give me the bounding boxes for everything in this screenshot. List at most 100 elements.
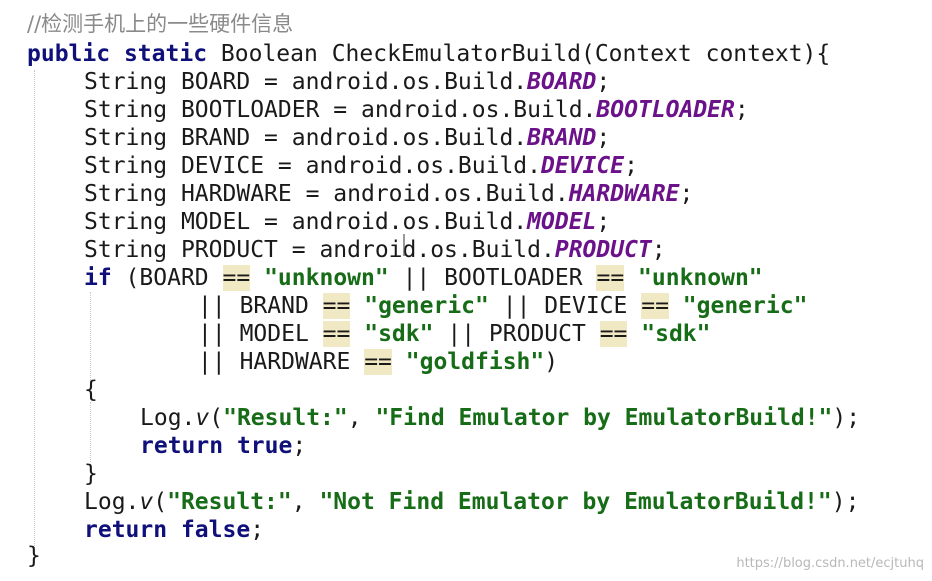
code-line-declaration: String MODEL = android.os.Build.MODEL; xyxy=(84,209,611,235)
param-name: context xyxy=(705,41,803,67)
code-line-declaration: String PRODUCT = android.os.Build.PRODUC… xyxy=(84,237,666,263)
log-method: v xyxy=(139,489,154,515)
code-line-log: Log.v("Result:", "Not Find Emulator by E… xyxy=(84,489,860,515)
code-line-condition: || MODEL == "sdk" || PRODUCT == "sdk" xyxy=(198,320,711,348)
code-line-return: return false; xyxy=(84,517,265,543)
condition-var: HARDWARE xyxy=(239,349,351,375)
keyword-if: if xyxy=(84,265,112,291)
decl-name: MODEL xyxy=(180,209,251,235)
decl-const: BOARD xyxy=(527,69,597,95)
or-operator: || xyxy=(198,321,226,347)
decl-name: PRODUCT xyxy=(180,237,278,263)
code-line-method-close: } xyxy=(27,543,41,569)
condition-var: PRODUCT xyxy=(488,321,586,347)
decl-type: String xyxy=(84,209,168,235)
condition-value: "goldfish" xyxy=(405,349,545,375)
or-operator: || xyxy=(198,293,226,319)
code-line-return: return true; xyxy=(140,433,307,459)
keyword-return: return xyxy=(84,517,168,543)
decl-name: BOARD xyxy=(180,69,251,95)
log-object: Log. xyxy=(84,489,140,515)
param-type: Context xyxy=(594,41,692,67)
condition-value: "unknown" xyxy=(638,265,763,291)
log-message: "Find Emulator by EmulatorBuild!" xyxy=(375,405,833,431)
text-cursor xyxy=(403,234,405,256)
log-object: Log. xyxy=(140,405,196,431)
code-line-brace-open: { xyxy=(84,377,98,403)
code-line-if: if (BOARD == "unknown" || BOOTLOADER == … xyxy=(84,265,763,291)
condition-var: DEVICE xyxy=(544,293,628,319)
code-line-declaration: String BOARD = android.os.Build.BOARD; xyxy=(84,69,611,95)
eq-operator: == xyxy=(599,321,628,347)
condition-var: BOOTLOADER xyxy=(444,265,583,291)
or-operator: || xyxy=(447,321,476,347)
eq-operator: == xyxy=(364,349,392,375)
code-line-brace-close: } xyxy=(84,461,98,487)
condition-value: "unknown" xyxy=(264,265,389,291)
code-line-declaration: String DEVICE = android.os.Build.DEVICE; xyxy=(84,153,638,179)
or-operator: || xyxy=(198,349,226,375)
decl-prefix: android.os.Build. xyxy=(305,153,541,179)
code-comment: //检测手机上的一些硬件信息 xyxy=(27,12,294,36)
decl-const: BOOTLOADER xyxy=(596,97,735,123)
indent-guide xyxy=(34,70,35,550)
decl-type: String xyxy=(84,97,168,123)
decl-const: PRODUCT xyxy=(554,237,652,263)
condition-var: BOARD xyxy=(139,265,209,291)
code-line-comment: //检测手机上的一些硬件信息 xyxy=(27,10,293,38)
eq-operator: == xyxy=(322,293,351,319)
signature-open: ){ xyxy=(802,41,831,67)
condition-value: "sdk" xyxy=(641,321,711,347)
decl-type: String xyxy=(84,153,168,179)
decl-prefix: android.os.Build. xyxy=(291,209,528,235)
condition-value: "sdk" xyxy=(364,321,434,347)
decl-name: BRAND xyxy=(180,125,251,151)
condition-var: BRAND xyxy=(239,293,309,319)
decl-prefix: android.os.Build. xyxy=(319,237,555,263)
decl-prefix: android.os.Build. xyxy=(333,181,569,207)
decl-const: MODEL xyxy=(527,209,597,235)
code-line-declaration: String HARDWARE = android.os.Build.HARDW… xyxy=(84,181,694,207)
eq-operator: == xyxy=(222,265,251,291)
decl-type: String xyxy=(84,237,168,263)
code-line-condition: || BRAND == "generic" || DEVICE == "gene… xyxy=(198,292,807,320)
condition-value: "generic" xyxy=(682,293,808,319)
decl-name: DEVICE xyxy=(180,153,265,179)
log-tag: "Result:" xyxy=(167,489,292,515)
eq-operator: == xyxy=(322,321,351,347)
watermark: https://blog.csdn.net/ecjtuhq xyxy=(736,556,924,571)
log-message: "Not Find Emulator by EmulatorBuild!" xyxy=(319,489,832,515)
decl-const: BRAND xyxy=(527,125,597,151)
decl-name: HARDWARE xyxy=(180,181,292,207)
keyword-return: return xyxy=(140,433,224,459)
indent-guide xyxy=(90,402,91,462)
condition-value: "generic" xyxy=(364,293,489,319)
log-tag: "Result:" xyxy=(223,405,348,431)
return-type: Boolean xyxy=(220,41,318,67)
method-name: CheckEmulatorBuild xyxy=(331,41,581,67)
code-line-declaration: String BRAND = android.os.Build.BRAND; xyxy=(84,125,611,151)
or-operator: || xyxy=(502,293,531,319)
decl-prefix: android.os.Build. xyxy=(291,125,528,151)
log-method: v xyxy=(195,405,210,431)
code-line-condition: || HARDWARE == "goldfish") xyxy=(198,349,559,375)
decl-const: HARDWARE xyxy=(568,181,680,207)
condition-var: MODEL xyxy=(239,321,309,347)
return-value: true xyxy=(236,433,293,459)
decl-type: String xyxy=(84,125,168,151)
decl-prefix: android.os.Build. xyxy=(360,97,597,123)
code-line-log: Log.v("Result:", "Find Emulator by Emula… xyxy=(140,405,861,431)
decl-const: DEVICE xyxy=(541,153,625,179)
eq-operator: == xyxy=(641,293,669,319)
decl-type: String xyxy=(84,69,168,95)
return-value: false xyxy=(180,517,251,543)
indent-guide xyxy=(90,292,91,382)
or-operator: || xyxy=(402,265,431,291)
keyword-static: static xyxy=(123,41,208,67)
eq-operator: == xyxy=(596,265,625,291)
code-line-declaration: String BOOTLOADER = android.os.Build.BOO… xyxy=(84,97,749,123)
code-line-signature: public static Boolean CheckEmulatorBuild… xyxy=(27,41,831,67)
decl-type: String xyxy=(84,181,168,207)
decl-prefix: android.os.Build. xyxy=(291,69,528,95)
